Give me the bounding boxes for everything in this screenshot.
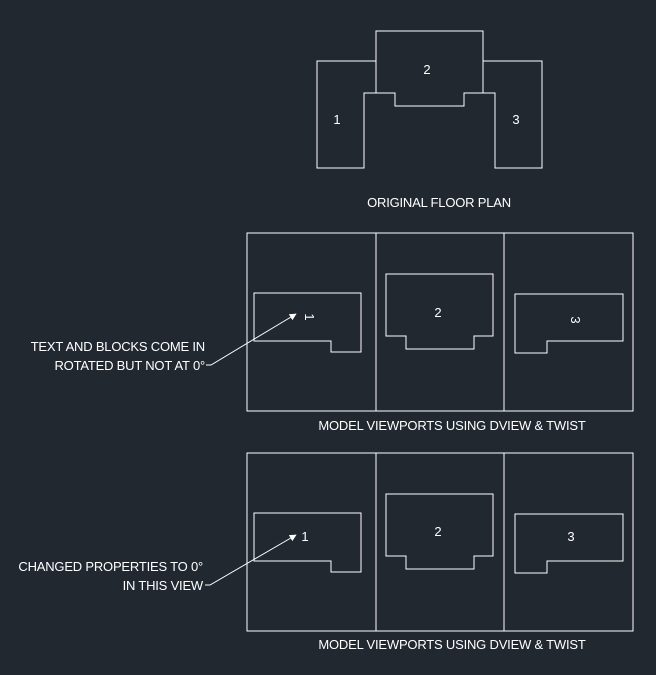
viewport-1-label-3: 3	[568, 316, 583, 323]
viewport-frame[interactable]	[246, 232, 634, 412]
viewport-room-outline-2	[385, 273, 494, 350]
viewport-2-label-3: 3	[567, 529, 574, 544]
viewport-set-1-caption: MODEL VIEWPORTS USING DVIEW & TWIST	[318, 418, 585, 433]
viewport-room-outline-1	[253, 512, 362, 573]
viewport-set-2	[246, 452, 634, 632]
viewport-1-label-2: 2	[434, 305, 441, 320]
viewport-room-outline-2	[385, 493, 494, 570]
viewport-2-label-2: 2	[434, 524, 441, 539]
viewport-set-1	[246, 232, 634, 412]
viewport-room-outline-3	[514, 293, 624, 354]
original-floor-plan-caption: ORIGINAL FLOOR PLAN	[367, 195, 511, 210]
leader-arrow-icon	[206, 313, 297, 366]
viewport-room-outline-3	[514, 513, 624, 574]
note-2-line-1: CHANGED PROPERTIES TO 0°	[18, 559, 203, 574]
viewport-frame[interactable]	[246, 452, 634, 632]
viewport-2-label-1: 1	[301, 529, 308, 544]
original-room-label-2: 2	[423, 62, 430, 77]
original-room-label-3: 3	[512, 112, 519, 127]
note-1-line-1: TEXT AND BLOCKS COME IN	[31, 339, 205, 354]
leader-arrow-icon	[205, 534, 297, 586]
note-1-line-2: ROTATED BUT NOT AT 0°	[54, 358, 205, 373]
viewport-1-label-1: 1	[302, 313, 317, 320]
original-room-label-1: 1	[333, 112, 340, 127]
viewport-room-outline-1	[253, 292, 362, 353]
room-outline-3	[482, 60, 543, 169]
room-outline-2	[375, 30, 484, 107]
original-floor-plan	[316, 30, 543, 169]
room-outline-1	[316, 60, 377, 169]
viewport-set-2-caption: MODEL VIEWPORTS USING DVIEW & TWIST	[318, 637, 585, 652]
note-2-line-2: IN THIS VIEW	[123, 578, 204, 593]
